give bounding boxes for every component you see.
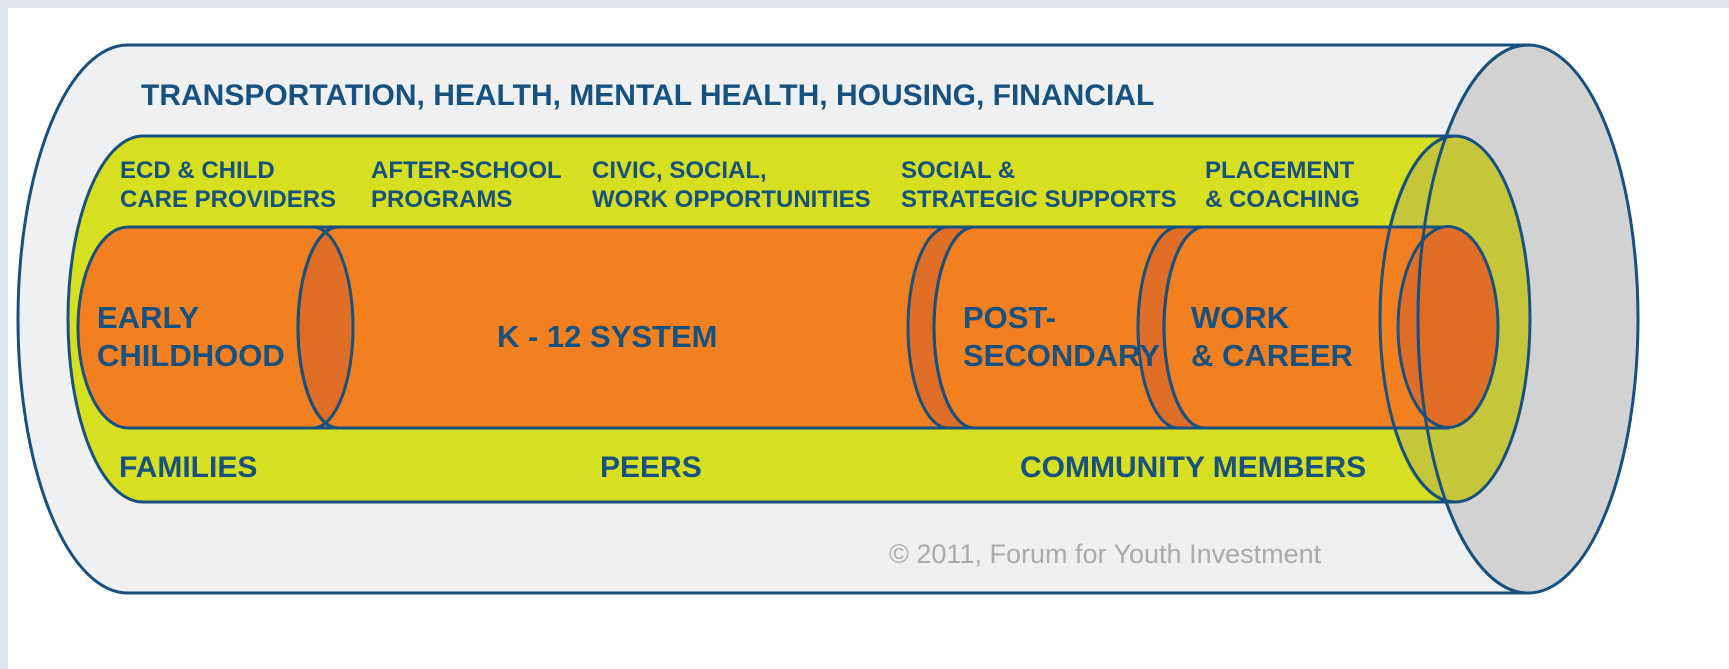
stage-early-childhood-line1: EARLY [97, 300, 200, 335]
nested-cylinders-diagram: TRANSPORTATION, HEALTH, MENTAL HEALTH, H… [16, 43, 1640, 595]
inner-pipeline [76, 225, 1500, 430]
support-social-line2: STRATEGIC SUPPORTS [901, 186, 1177, 213]
stage-early-childhood-line2: CHILDHOOD [97, 338, 285, 373]
support-placement-line1: PLACEMENT [1205, 157, 1355, 184]
pipeline-ring-early-childhood [296, 225, 355, 430]
pipeline-ring-k12 [906, 225, 975, 430]
outer-ring-label: TRANSPORTATION, HEALTH, MENTAL HEALTH, H… [141, 79, 1154, 112]
support-afterschool-line2: PROGRAMS [371, 186, 512, 213]
stage-work-career-line2: & CAREER [1191, 338, 1353, 373]
diagram-canvas: TRANSPORTATION, HEALTH, MENTAL HEALTH, H… [8, 8, 1729, 669]
pipeline-ring-post-secondary [1136, 225, 1205, 430]
people-families: FAMILIES [119, 451, 257, 484]
stage-post-secondary-line1: POST- [963, 300, 1056, 335]
stage-k12-label: K - 12 SYSTEM [497, 319, 718, 354]
people-community-members: COMMUNITY MEMBERS [1020, 451, 1366, 484]
support-afterschool-line1: AFTER-SCHOOL [371, 157, 562, 184]
support-social-line1: SOCIAL & [901, 157, 1015, 184]
people-peers: PEERS [600, 451, 702, 484]
support-ecd-line1: ECD & CHILD [120, 157, 275, 184]
support-placement-line2: & COACHING [1205, 186, 1360, 213]
copyright-notice: © 2011, Forum for Youth Investment [889, 539, 1322, 569]
end-cap-outlines [1378, 43, 1529, 595]
stage-work-career-line1: WORK [1191, 300, 1290, 335]
support-ecd-line2: CARE PROVIDERS [120, 186, 336, 213]
support-labels: ECD & CHILD CARE PROVIDERS AFTER-SCHOOL … [120, 157, 1360, 213]
people-labels: FAMILIES PEERS COMMUNITY MEMBERS [119, 451, 1366, 484]
stage-post-secondary-line2: SECONDARY [963, 338, 1160, 373]
support-civic-line1: CIVIC, SOCIAL, [592, 157, 767, 184]
support-civic-line2: WORK OPPORTUNITIES [592, 186, 871, 213]
stage-labels: EARLY CHILDHOOD K - 12 SYSTEM POST- SECO… [97, 300, 1353, 373]
